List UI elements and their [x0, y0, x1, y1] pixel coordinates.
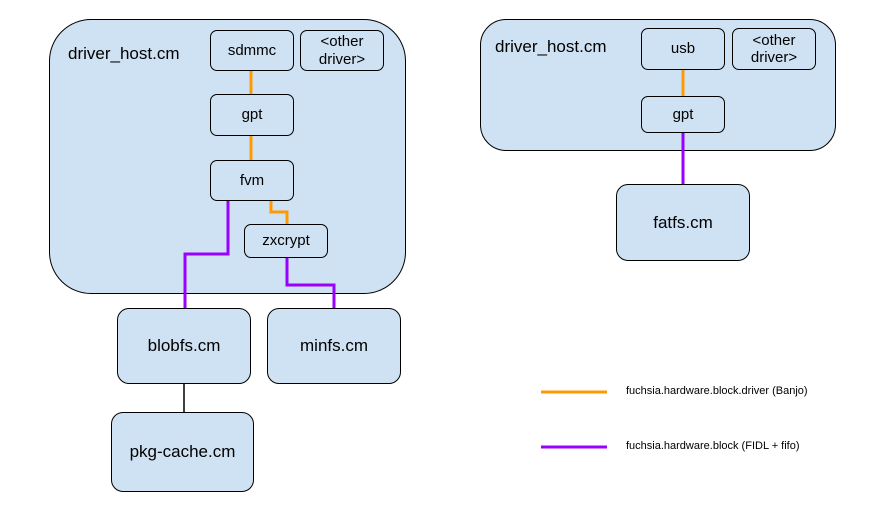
fvm-blobfs-fidl-line [183, 201, 230, 308]
other-driver-line1: <other [752, 31, 796, 49]
usb-node[interactable]: usb [641, 28, 725, 70]
fvm-node[interactable]: fvm [210, 160, 294, 201]
fvm-zxcrypt-banjo-line [269, 201, 289, 224]
legend-fidl-label: fuchsia.hardware.block (FIDL + fifo) [626, 440, 800, 452]
other-driver-line2: driver> [318, 50, 366, 68]
gpt-node-left[interactable]: gpt [210, 94, 294, 136]
fatfs-node[interactable]: fatfs.cm [616, 184, 750, 261]
left-driver-host-label: driver_host.cm [68, 44, 180, 63]
pkg-cache-node[interactable]: pkg-cache.cm [111, 412, 254, 492]
minfs-node[interactable]: minfs.cm [267, 308, 401, 384]
gpt-node-right[interactable]: gpt [641, 96, 725, 133]
other-driver-node-left[interactable]: <other driver> [300, 30, 384, 71]
zxcrypt-node[interactable]: zxcrypt [244, 224, 328, 258]
legend-banjo-label: fuchsia.hardware.block.driver (Banjo) [626, 385, 808, 397]
other-driver-line2: driver> [750, 49, 798, 66]
zxcrypt-minfs-fidl-line [285, 258, 336, 308]
blobfs-node[interactable]: blobfs.cm [117, 308, 251, 384]
right-driver-host-label: driver_host.cm [495, 37, 607, 56]
sdmmc-node[interactable]: sdmmc [210, 30, 294, 71]
other-driver-node-right[interactable]: <other driver> [732, 28, 816, 70]
other-driver-line1: <other [320, 33, 364, 51]
